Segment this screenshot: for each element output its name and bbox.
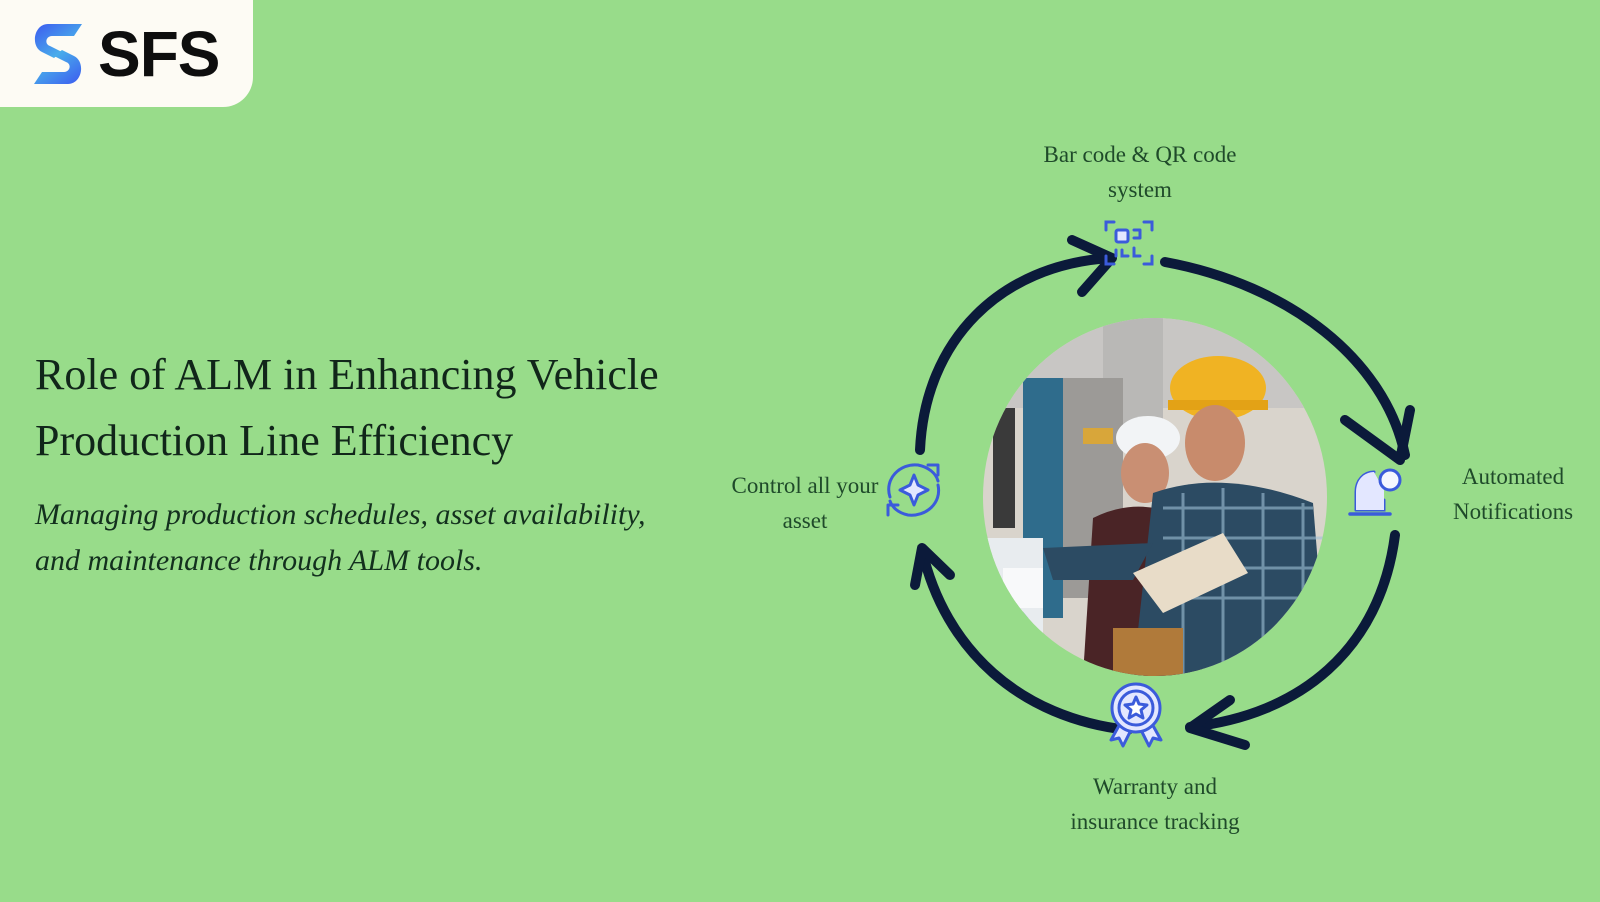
qr-scan-icon[interactable] [1102, 216, 1156, 270]
step-label-notifications: Automated Notifications [1452, 464, 1574, 524]
headline-line-1: Role of ALM in Enhancing Vehicle [35, 350, 659, 399]
bell-notification-icon[interactable] [1342, 462, 1408, 522]
sfs-s-mark-icon [34, 23, 82, 84]
sync-sparkle-icon[interactable] [880, 457, 948, 523]
subtitle: Managing production schedules, asset ava… [35, 498, 646, 577]
step-label-barcode: Bar code & QR code system [1043, 142, 1237, 202]
headline-line-2: Production Line Efficiency [35, 416, 514, 465]
industrial-workers-with-hard-hats-photo [983, 318, 1327, 676]
logo-text: SFS [98, 17, 220, 90]
center-photo [983, 318, 1327, 676]
step-label-control-asset: Control all your asset [731, 473, 879, 533]
award-badge-icon[interactable] [1103, 680, 1169, 748]
page-title: Role of ALM in Enhancing Vehicle Product… [35, 342, 795, 474]
step-label-warranty: Warranty and insurance tracking [1070, 774, 1240, 834]
logo-badge[interactable]: SFS [0, 0, 253, 107]
